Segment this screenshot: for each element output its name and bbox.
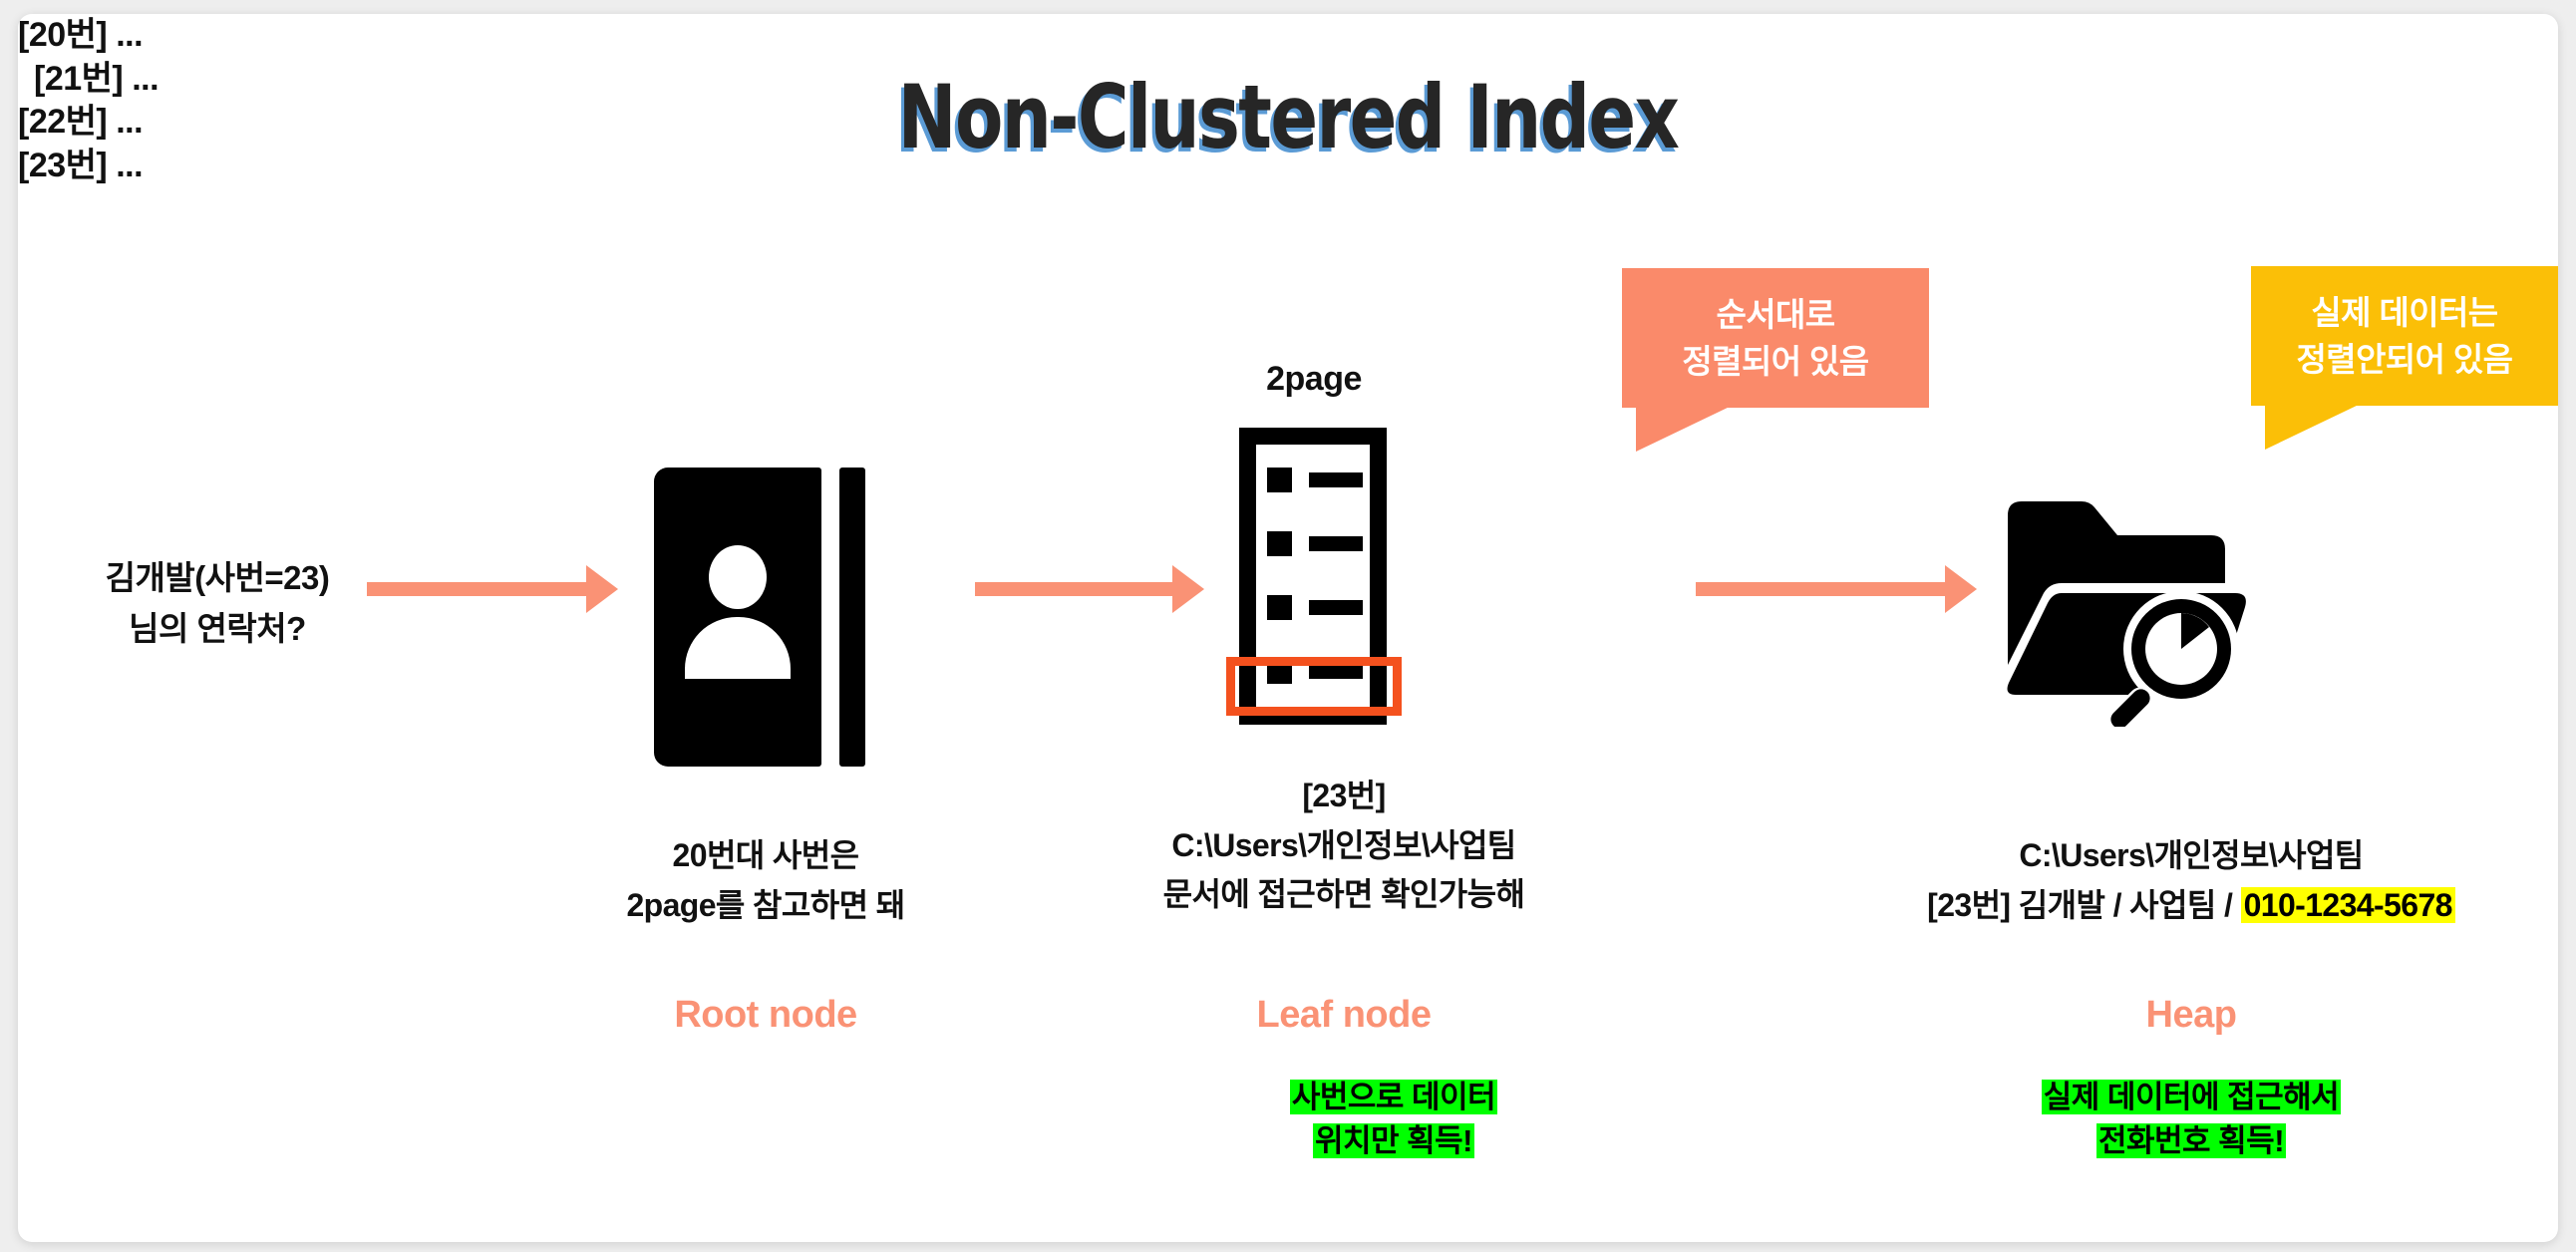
index-entry: [23번] ... bbox=[18, 146, 144, 184]
heap-note-highlight-2: 전화번호 획득! bbox=[2095, 1123, 2287, 1159]
document-row bbox=[1267, 531, 1363, 556]
leaf-caption-line-2: C:\Users\개인정보\사업팀 bbox=[1171, 826, 1516, 863]
index-entry-list: [20번] ... [21번] ... [22번] ... [23번] ... bbox=[18, 14, 277, 187]
page-title: Non-Clustered Index bbox=[897, 66, 1680, 168]
leaf-node-caption: [23번] C:\Users\개인정보\사업팀 문서에 접근하면 확인가능해 bbox=[1095, 772, 1593, 920]
book-spine bbox=[839, 468, 865, 767]
leaf-node-label: Leaf node bbox=[1256, 994, 1432, 1036]
heap-label: Heap bbox=[2145, 994, 2237, 1036]
callout-sorted-line-2: 정렬되어 있음 bbox=[1682, 342, 1869, 380]
index-entry: [21번] ... bbox=[34, 59, 160, 98]
page-number-label: 2page bbox=[1266, 360, 1362, 398]
leaf-caption-line-3: 문서에 접근하면 확인가능해 bbox=[1162, 876, 1525, 913]
leaf-note-highlight-1: 사번으로 데이터 bbox=[1289, 1080, 1498, 1114]
callout-tail bbox=[1636, 405, 1732, 452]
callout-unsorted-line-1: 실제 데이터는 bbox=[2311, 294, 2498, 331]
slide-card: Non-Clustered Index 김개발(사번=23) 님의 연락처? 2… bbox=[18, 14, 2558, 1242]
leaf-note-line-2: 위치만 획득! bbox=[1194, 1119, 1593, 1163]
arrow-root-to-leaf bbox=[975, 582, 1174, 596]
row-bullet bbox=[1267, 468, 1292, 492]
row-bar bbox=[1309, 664, 1363, 679]
row-bar bbox=[1309, 600, 1363, 615]
callout-unsorted-line-2: 정렬안되어 있음 bbox=[2296, 340, 2513, 378]
callout-unsorted: 실제 데이터는 정렬안되어 있음 bbox=[2251, 266, 2558, 450]
arrow-query-to-root bbox=[367, 582, 588, 596]
heap-note-line-2: 전화번호 획득! bbox=[1892, 1119, 2490, 1163]
root-node-label: Root node bbox=[674, 994, 857, 1036]
index-entry: [22번] ... bbox=[18, 103, 144, 142]
address-book-icon bbox=[654, 468, 873, 767]
heap-note-line-1: 실제 데이터에 접근해서 bbox=[1892, 1076, 2490, 1119]
leaf-note-highlight-2: 위치만 획득! bbox=[1312, 1123, 1475, 1159]
leaf-note-line-1: 사번으로 데이터 bbox=[1194, 1076, 1593, 1119]
leaf-node-note: 사번으로 데이터 위치만 획득! bbox=[1194, 1076, 1593, 1163]
row-bar bbox=[1309, 536, 1363, 551]
heap-record-phone: 010-1234-5678 bbox=[2240, 886, 2455, 923]
heap-caption: C:\Users\개인정보\사업팀 [23번] 김개발 / 사업팀 / 010-… bbox=[1872, 831, 2510, 930]
row-bullet bbox=[1267, 595, 1292, 620]
folder-search-icon bbox=[2000, 497, 2249, 727]
callout-sorted: 순서대로 정렬되어 있음 bbox=[1622, 268, 1929, 452]
leaf-caption-line-1: [23번] bbox=[1302, 778, 1386, 813]
selected-row-highlight bbox=[1226, 657, 1402, 716]
document-row bbox=[1267, 595, 1363, 620]
arrow-leaf-to-heap bbox=[1696, 582, 1947, 596]
root-node-caption: 20번대 사번은 2page를 참고하면 돼 bbox=[536, 831, 995, 930]
query-line-2: 님의 연락처? bbox=[129, 610, 306, 648]
root-caption-line-2: 2page를 참고하면 돼 bbox=[626, 886, 905, 923]
query-text: 김개발(사번=23) 님의 연락처? bbox=[38, 552, 397, 654]
row-bar bbox=[1309, 472, 1363, 487]
row-bullet bbox=[1267, 531, 1292, 556]
root-caption-line-1: 20번대 사번은 bbox=[672, 837, 859, 873]
document-row bbox=[1267, 468, 1363, 492]
callout-sorted-line-1: 순서대로 bbox=[1716, 296, 1835, 333]
query-line-1: 김개발(사번=23) bbox=[105, 559, 330, 596]
index-entry: [20번] ... bbox=[18, 16, 144, 54]
heap-note: 실제 데이터에 접근해서 전화번호 획득! bbox=[1892, 1076, 2490, 1163]
callout-tail bbox=[2265, 403, 2361, 450]
heap-caption-line-1: C:\Users\개인정보\사업팀 bbox=[2019, 837, 2364, 873]
heap-record-prefix: [23번] 김개발 / 사업팀 / bbox=[1927, 886, 2241, 923]
person-head bbox=[709, 545, 767, 609]
heap-note-highlight-1: 실제 데이터에 접근해서 bbox=[2041, 1080, 2342, 1114]
heap-record-row: [23번] 김개발 / 사업팀 / 010-1234-5678 bbox=[1872, 881, 2510, 931]
